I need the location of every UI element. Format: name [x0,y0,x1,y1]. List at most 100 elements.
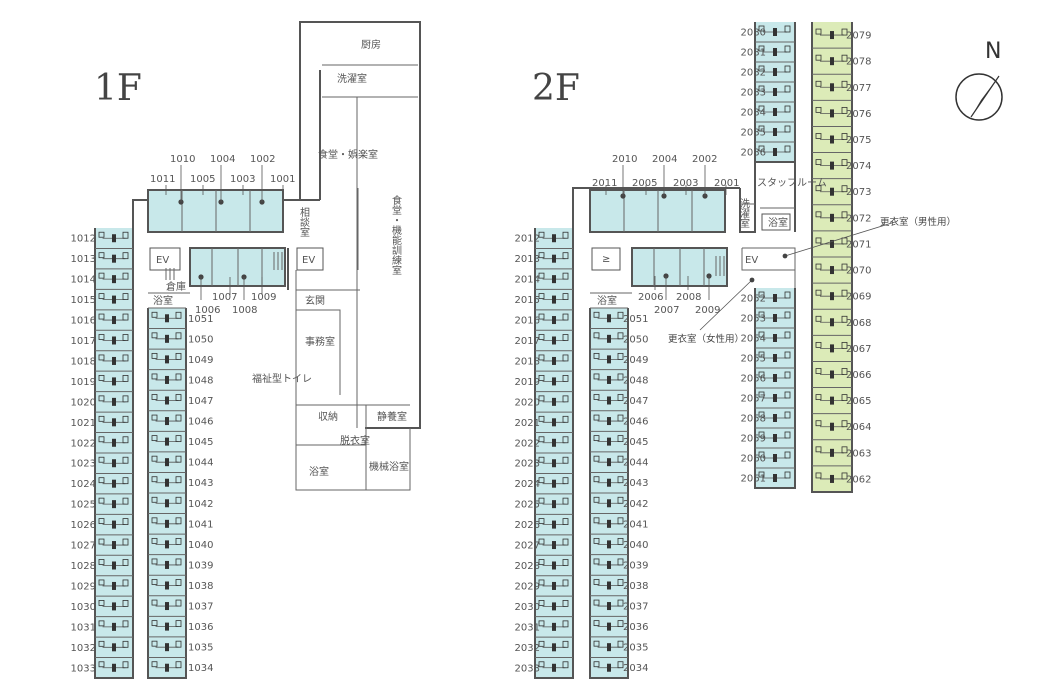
room-number: 2050 [623,334,648,345]
sink-icon [784,65,791,73]
sink-icon [841,368,848,375]
toilet-icon [538,661,545,668]
room-number: 2020 [515,397,540,408]
f2-east-wing [739,22,853,493]
toilet-icon [593,517,600,524]
room-number: 1022 [71,438,96,449]
bed-icon [607,663,611,672]
bed-icon [112,254,116,263]
room-number: 1039 [188,560,213,571]
room-number: 2045 [623,437,648,448]
bed-icon [112,663,116,672]
bed-icon [112,561,116,570]
room-number: 2026 [515,520,540,531]
toilet-icon [538,456,545,463]
room-number: 2040 [623,540,648,551]
toilet-icon [151,661,158,668]
toilet-icon [815,289,822,296]
toilet-icon [151,640,158,647]
room-number: 1013 [71,254,96,265]
toilet-icon [538,436,545,443]
room-number: 2042 [623,499,648,510]
room-number: 2027 [515,541,540,552]
bed-icon [552,418,556,427]
toilet-icon [758,411,765,418]
room-number: 1019 [71,377,96,388]
f2-room-2001: 2001 [714,178,739,189]
sink-icon [562,436,569,444]
bed-icon [165,581,169,590]
sink-icon [122,395,129,403]
room-number: 2074 [846,161,871,172]
sink-icon [841,133,848,140]
bed-icon [773,128,777,136]
bed-icon [773,474,777,482]
f1-entrance: 玄関 [305,294,325,307]
room-number: 2033 [515,663,540,674]
toilet-icon [593,435,600,442]
sink-icon [841,211,848,219]
toilet-icon [758,65,765,72]
bed-icon [830,213,834,222]
f2-bath-staff: 浴室 [768,216,788,229]
sink-icon [784,105,791,113]
room-number: 1030 [71,602,96,613]
toilet-icon [538,395,545,402]
bed-icon [552,541,556,550]
toilet-icon [538,620,545,627]
f1-room-1008: 1008 [232,305,257,316]
bed-icon [165,375,169,384]
sink-icon [562,640,569,648]
room-number: 2012 [515,234,540,245]
f1-welfare-toilet: 福祉型トイレ [252,372,312,385]
room-number: 2037 [623,602,648,613]
toilet-icon [151,311,158,318]
bed-icon [552,356,556,365]
sink-icon [784,125,791,133]
bed-icon [552,500,556,509]
compass-ring [955,73,1003,121]
sink-icon [562,415,569,423]
room-number: 1014 [71,275,96,286]
bed-icon [165,663,169,672]
sink-icon [562,334,569,341]
bed-icon [165,540,169,549]
room-number: 1041 [188,519,213,530]
toilet-icon [538,497,545,504]
toilet-icon [538,640,545,647]
bed-icon [112,275,116,284]
toilet-icon [593,640,600,647]
bed-icon [830,292,834,301]
room-number: 2082 [741,68,766,79]
bed-icon [552,397,556,406]
room-number: 2058 [741,414,766,425]
room-number: 2067 [846,344,871,355]
toilet-icon [151,435,158,442]
sink-icon [122,334,129,341]
bed-icon [773,148,777,156]
f2-ev: EV [745,255,758,266]
room-number: 2019 [515,377,540,388]
sink-icon [562,272,569,280]
toilet-icon [151,579,158,585]
toilet-icon [593,394,600,400]
bed-icon [112,438,116,447]
sink-icon [784,311,791,319]
bed-icon [773,48,777,56]
room-number: 2057 [741,394,766,405]
bed-icon [112,336,116,345]
toilet-icon [593,661,600,668]
sink-icon [175,517,182,525]
room-number: 2022 [515,438,540,449]
toilet-icon [538,293,545,299]
bed-icon [830,239,834,248]
room-number: 2031 [515,622,540,633]
toilet-icon [98,354,105,361]
sink-icon [617,455,624,463]
sink-icon [841,159,848,167]
sink-icon [122,497,129,505]
bed-icon [773,314,777,322]
sink-icon [841,446,848,454]
room-number: 2073 [846,187,871,198]
bed-icon [607,499,611,508]
